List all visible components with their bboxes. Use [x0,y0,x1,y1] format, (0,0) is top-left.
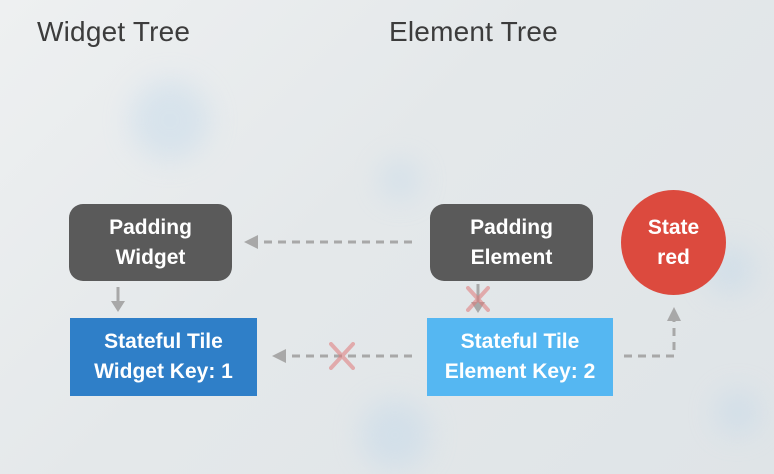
state-node: State red [621,190,726,295]
padding-widget-line2: Widget [115,245,186,269]
stateful-tile-element-line1: Stateful Tile [460,330,580,353]
state-line1: State [647,215,700,239]
background-blob [360,400,430,470]
stateful-tile-widget-line2: Widget Key: 1 [94,360,233,383]
tile-link-cross-mark [329,342,355,370]
state-line2: red [657,245,690,269]
background-blob [130,80,210,160]
background-blob [380,160,420,200]
stateful-tile-element-node: Stateful Tile Element Key: 2 [427,318,613,396]
padding-link-arrowhead [244,235,258,249]
element-child-cross-mark [466,286,490,312]
stateful-tile-widget-node: Stateful Tile Widget Key: 1 [70,318,257,396]
stateful-tile-widget-line1: Stateful Tile [104,330,223,353]
widget-tree-heading: Widget Tree [37,16,191,47]
padding-widget-line1: Padding [109,215,192,239]
padding-element-line2: Element [470,245,553,269]
padding-widget-node: Padding Widget [69,204,232,281]
padding-element-line1: Padding [470,215,553,239]
stateful-tile-element-line2: Element Key: 2 [444,360,596,383]
padding-element-node: Padding Element [430,204,593,281]
state-link-arrow [624,320,676,358]
element-tree-heading: Element Tree [389,16,558,47]
state-link-arrowhead [667,307,681,321]
background-blob [715,390,760,435]
widget-child-arrowhead [111,301,125,312]
tile-link-arrowhead [272,349,286,363]
